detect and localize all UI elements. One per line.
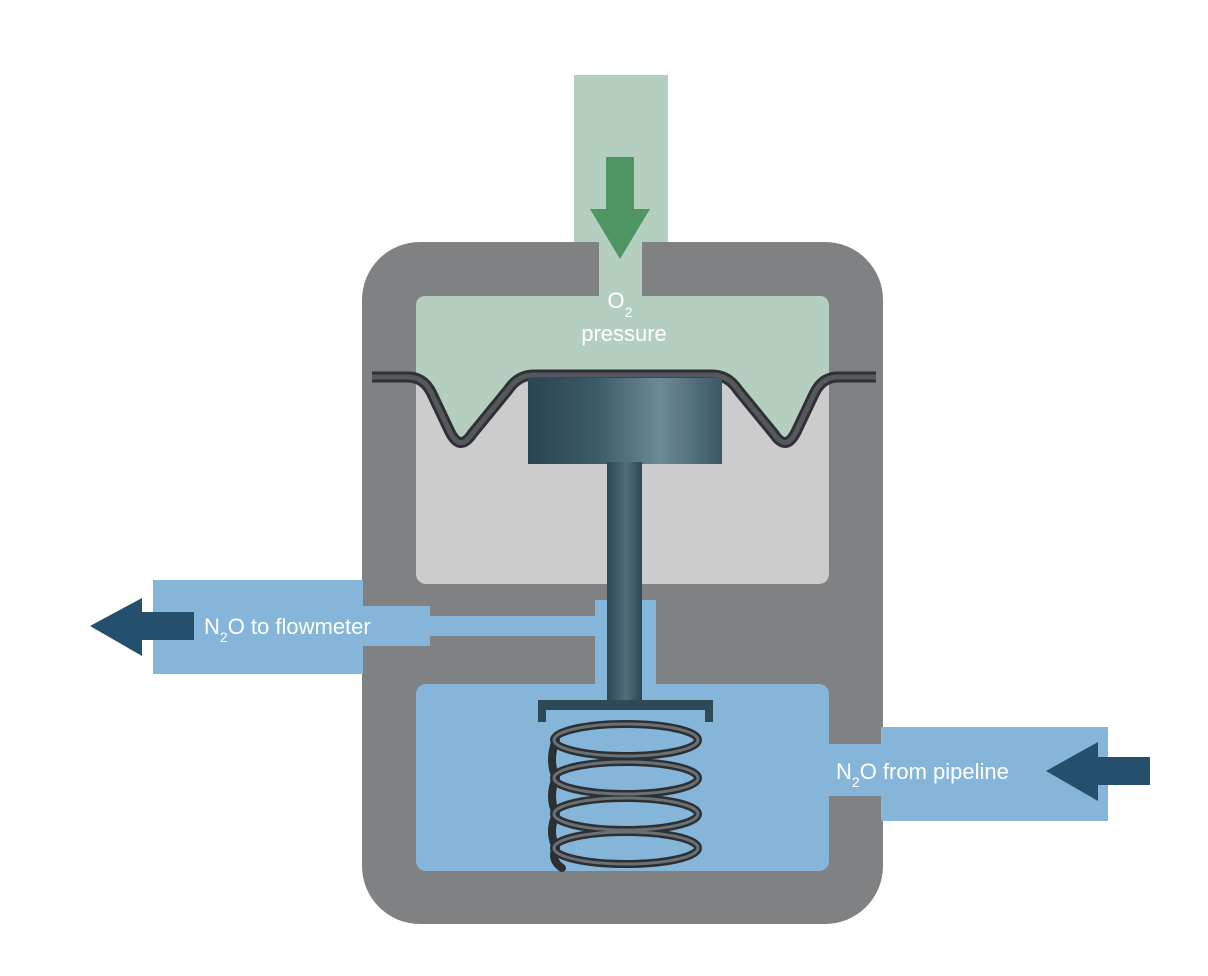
o2-label: O2	[608, 288, 633, 320]
diaphragm-highlight	[372, 372, 876, 445]
n2o-inflow-arrow-left-icon	[1046, 742, 1150, 801]
spring	[548, 720, 702, 872]
n2o-outlet-channel-wide	[360, 606, 430, 646]
o2-pressure-label: pressure	[581, 321, 667, 346]
n2o-to-flowmeter-label: N2O to flowmeter	[204, 614, 371, 645]
valve-seat-plate	[538, 700, 713, 722]
o2-pressure-chamber	[416, 296, 829, 440]
n2o-inlet-channel	[826, 744, 884, 796]
piston-head	[528, 378, 722, 464]
n2o-outlet-channel	[428, 616, 598, 636]
n2o-from-pipeline-label: N2O from pipeline	[836, 759, 1009, 790]
n2o-lower-chamber	[416, 684, 829, 871]
piston-stem	[607, 462, 642, 702]
o2-flow-arrow-down-icon	[590, 157, 650, 259]
n2o-outflow-arrow-left-icon	[90, 598, 194, 656]
